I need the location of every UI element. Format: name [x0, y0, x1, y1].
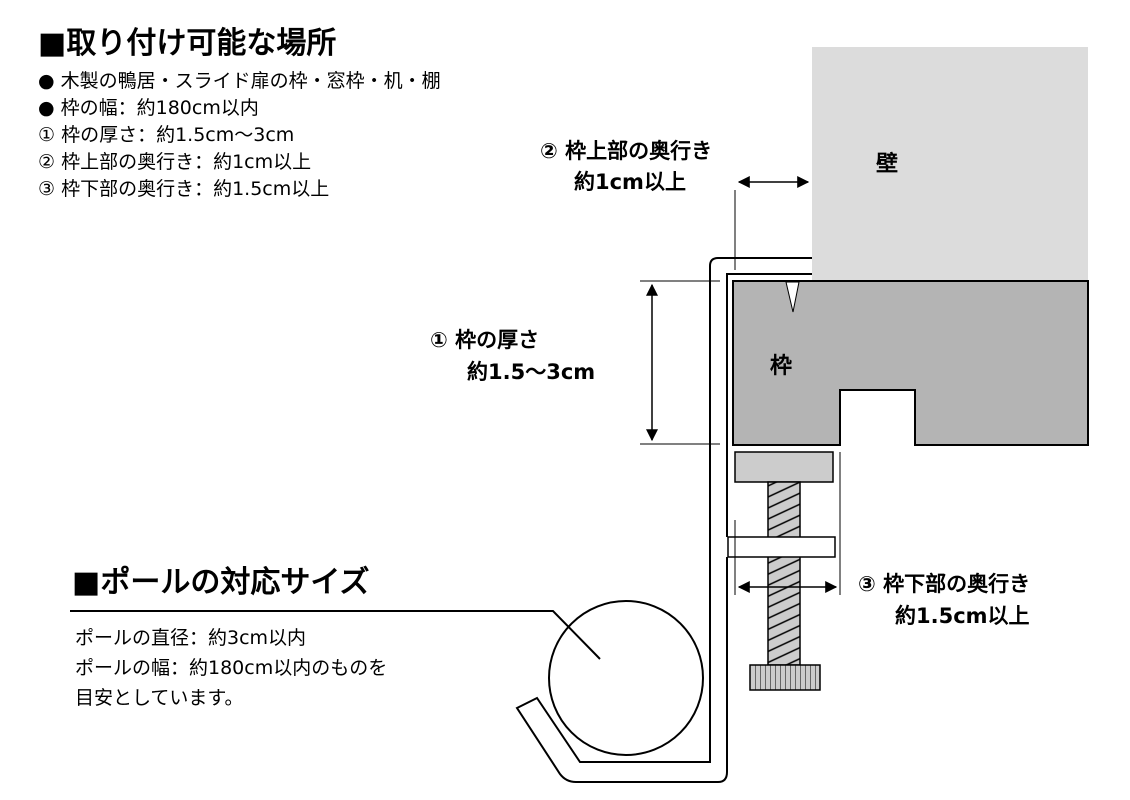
- list-item: ③ 枠下部の奥行き：約1.5cm以上: [38, 178, 330, 200]
- list-item: ● 枠の幅：約180cm以内: [38, 97, 259, 119]
- dim1-value: 約1.5〜3cm: [467, 360, 596, 384]
- pole-leader: [70, 610, 601, 660]
- dim2-label: ② 枠上部の奥行き: [540, 139, 713, 163]
- spike: [785, 281, 800, 313]
- screw: [767, 481, 801, 666]
- wall-label: 壁: [876, 152, 899, 177]
- list-item: ① 枠の厚さ：約1.5cm〜3cm: [38, 124, 295, 146]
- dim3-value: 約1.5cm以上: [895, 604, 1030, 628]
- frame-label: 枠: [770, 354, 793, 379]
- dim1-label: ① 枠の厚さ: [430, 328, 540, 352]
- pole: [548, 600, 704, 756]
- list-item: 目安としています。: [75, 687, 244, 709]
- knob: [749, 664, 821, 691]
- pad: [734, 451, 834, 483]
- list-item: ● 木製の鴨居・スライド扉の枠・窓枠・机・棚: [38, 70, 441, 92]
- plate: [727, 536, 836, 558]
- dim2-value: 約1cm以上: [574, 170, 686, 194]
- list-item: ポールの幅：約180cm以内のものを: [75, 657, 388, 679]
- list-item: ポールの直径：約3cm以内: [75, 627, 307, 649]
- dim3-label: ③ 枠下部の奥行き: [858, 572, 1031, 596]
- wall: [812, 47, 1088, 280]
- section-title-pole: ■ポールの対応サイズ: [72, 565, 370, 600]
- section-title-mounting: ■取り付け可能な場所: [38, 26, 337, 61]
- bracket: [515, 257, 812, 783]
- list-item: ② 枠上部の奥行き：約1cm以上: [38, 151, 312, 173]
